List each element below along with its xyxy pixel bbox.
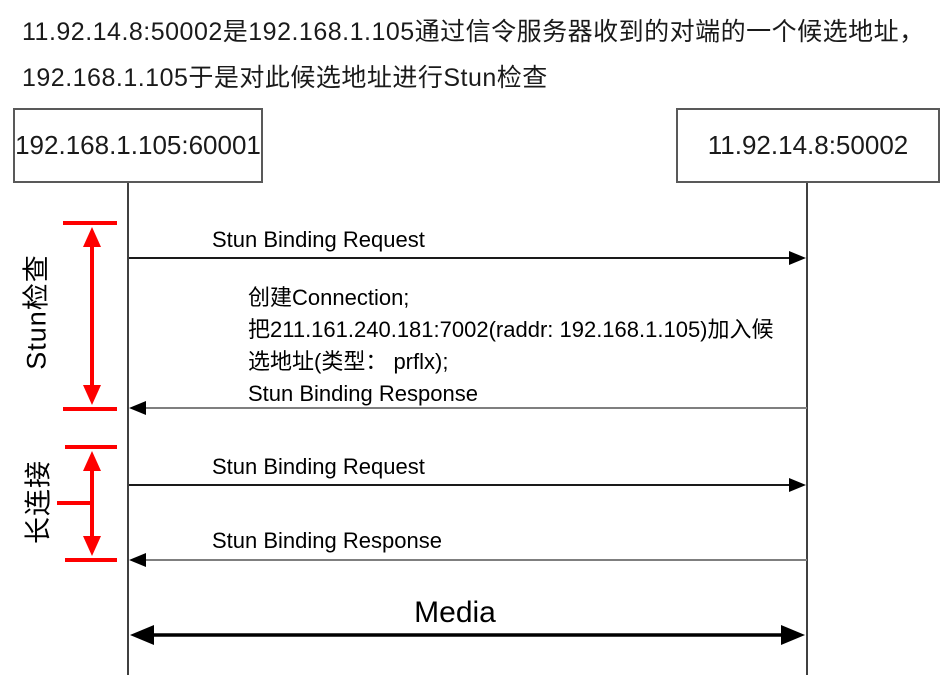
endpoint-remote-address: 11.92.14.8:50002	[707, 130, 909, 160]
endpoint-box-remote: 11.92.14.8:50002	[676, 108, 940, 183]
label-stun-binding-response-1: Stun Binding Response	[248, 381, 478, 406]
bracket-long-connection	[57, 445, 117, 562]
bracket-stun-check	[63, 221, 117, 411]
label-stun-binding-request-1: Stun Binding Request	[212, 227, 425, 252]
bracket-label-stun-check: Stun检查	[21, 254, 52, 370]
note-line-candidate-type: 选地址(类型： prflx);	[248, 349, 449, 374]
arrow-media	[130, 625, 805, 645]
endpoint-box-local: 192.168.1.105:60001	[13, 108, 263, 183]
label-media: Media	[414, 596, 496, 629]
heading-line-2: 192.168.1.105于是对此候选地址进行Stun检查	[22, 64, 548, 92]
label-stun-binding-response-2: Stun Binding Response	[212, 528, 442, 553]
arrow-stun-binding-request-2	[129, 478, 806, 492]
endpoint-local-address: 192.168.1.105:60001	[15, 130, 261, 160]
arrow-stun-binding-response-2	[129, 553, 807, 567]
label-stun-binding-request-2: Stun Binding Request	[212, 454, 425, 479]
arrow-stun-binding-response-1	[129, 401, 807, 415]
heading-line-1: 11.92.14.8:50002是192.168.1.105通过信令服务器收到的…	[22, 18, 925, 46]
note-line-create-connection: 创建Connection;	[248, 285, 410, 310]
arrow-stun-binding-request-1	[129, 251, 806, 265]
note-line-add-candidate: 把211.161.240.181:7002(raddr: 192.168.1.1…	[248, 317, 774, 342]
bracket-label-long-connection: 长连接	[23, 460, 54, 544]
note-block: 创建Connection; 把211.161.240.181:7002(radd…	[248, 282, 774, 410]
